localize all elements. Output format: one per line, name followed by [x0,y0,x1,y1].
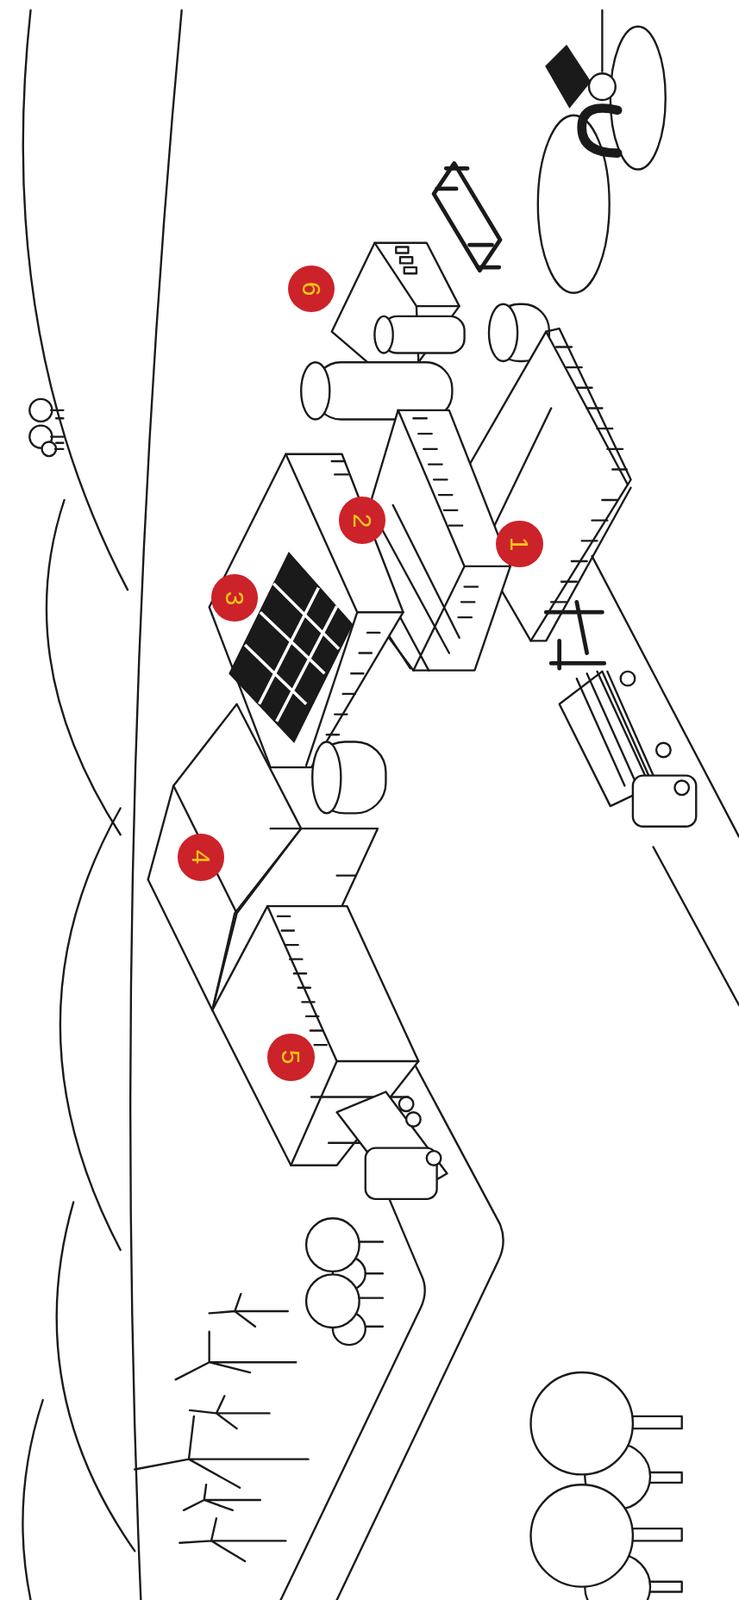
callout-number: 2 [338,496,386,544]
callout-number: 5 [267,1033,314,1081]
callout-number: 4 [177,833,225,881]
pylon [29,399,63,457]
callout-text: 6 [298,281,325,297]
hill [46,500,121,835]
wind-turbines [134,1294,308,1562]
callout-number: 3 [211,574,258,621]
hill [56,1202,136,1552]
drone [538,10,666,294]
callout-text: 5 [277,1050,304,1065]
callout-number: 1 [495,520,543,568]
hill [60,807,121,1251]
road [653,846,739,1005]
rack [433,162,501,270]
truck [337,1092,448,1200]
hill [22,1400,43,1600]
ground-line [23,10,128,590]
callout-text: 2 [349,513,376,528]
trees [306,1218,683,1600]
callout-text: 1 [506,537,533,552]
callout-number: 6 [288,265,335,313]
callout-text: 3 [221,590,248,606]
truck [559,671,697,827]
callout-text: 4 [187,850,214,865]
forklift [545,601,604,669]
